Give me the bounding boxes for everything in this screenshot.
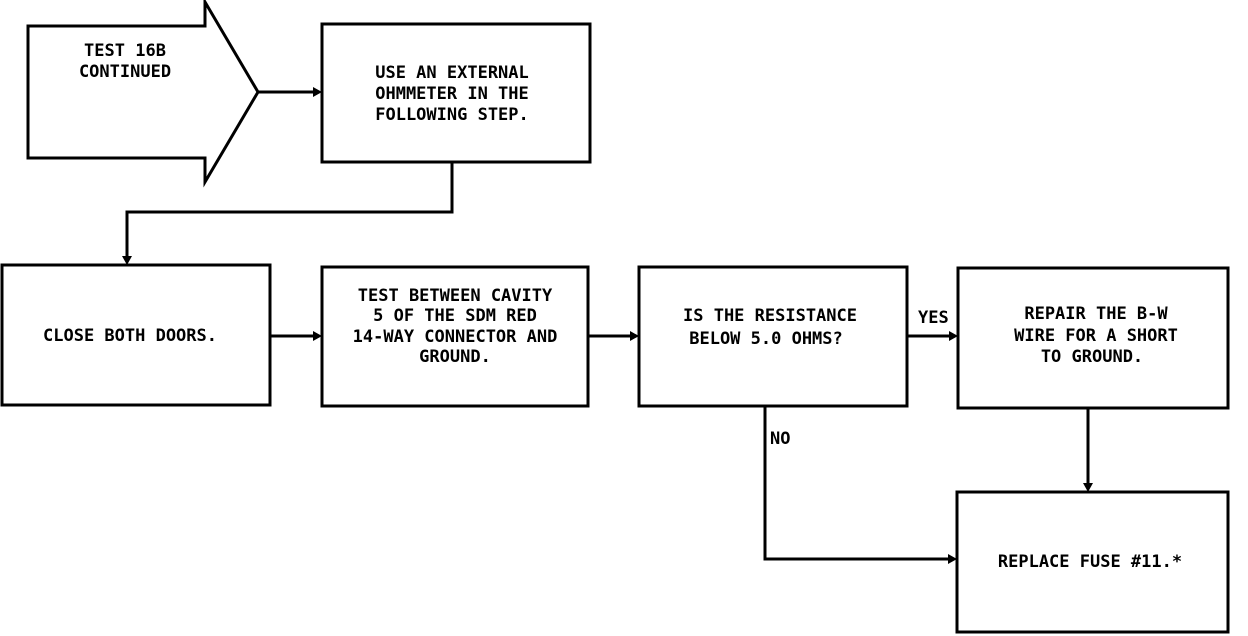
start-label-line-1: TEST 16B (84, 41, 166, 61)
connector-decision-no-to-replace (763, 406, 951, 561)
test-between-box (320, 265, 590, 408)
test-between-label-line-2: 5 OF THE SDM RED (373, 306, 537, 326)
arrowhead-decision-to-repair (949, 331, 958, 341)
arrowhead-decision-to-replace (948, 554, 957, 564)
arrowhead-start-to-ohmmeter (313, 87, 322, 97)
test-between-label-line-1: TEST BETWEEN CAVITY (358, 286, 553, 306)
connector-ohmmeter-to-close-doors (125, 162, 454, 258)
close-doors-box (0, 263, 272, 407)
start-label-line-2: CONTINUED (79, 62, 171, 82)
repair-label-line-3: TO GROUND. (1041, 347, 1143, 367)
repair-label-line-1: REPAIR THE B-W (1024, 304, 1168, 324)
ohmmeter-label-line-2: OHMMETER IN THE (375, 84, 529, 104)
arrowhead-repair-to-replace (1083, 483, 1093, 492)
ohmmeter-step-box (320, 22, 592, 164)
ohmmeter-label-line-3: FOLLOWING STEP. (375, 105, 529, 125)
test-between-label-line-4: GROUND. (419, 347, 491, 367)
arrowhead-test-to-decision (630, 331, 639, 341)
decision-label-line-2: BELOW 5.0 OHMS? (689, 329, 843, 349)
start-arrow-node (26, 0, 260, 188)
yes-branch-label: YES (918, 308, 949, 328)
decision-label-line-1: IS THE RESISTANCE (683, 306, 857, 326)
repair-wire-box (956, 266, 1230, 410)
replace-fuse-box (955, 490, 1230, 634)
arrowhead-ohmmeter-to-close-doors (122, 256, 132, 265)
arrowhead-close-doors-to-test (313, 331, 322, 341)
replace-fuse-label: REPLACE FUSE #11.* (998, 552, 1182, 572)
test-between-label-line-3: 14-WAY CONNECTOR AND (353, 327, 558, 347)
ohmmeter-label-line-1: USE AN EXTERNAL (375, 63, 529, 83)
repair-label-line-2: WIRE FOR A SHORT (1014, 326, 1178, 346)
no-branch-label: NO (770, 429, 790, 449)
close-doors-label: CLOSE BOTH DOORS. (43, 326, 217, 346)
